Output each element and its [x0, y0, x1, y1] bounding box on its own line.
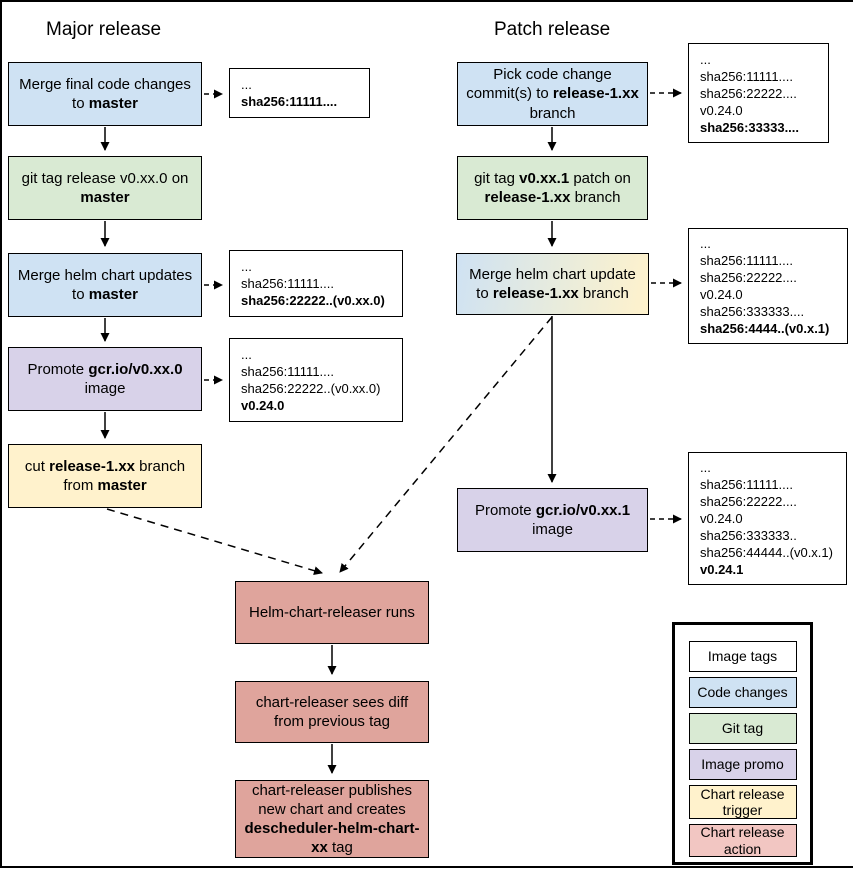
annotation-patch-promote: ...sha256:11111....sha256:22222....v0.24…	[688, 452, 847, 585]
patch-release-title: Patch release	[494, 19, 611, 40]
legend-image-promo: Image promo	[688, 749, 797, 780]
node-promote-image-major: Promote gcr.io/v0.xx.0 image	[8, 347, 202, 411]
node-chart-releaser-publishes: chart-releaser publishes new chart and c…	[235, 780, 429, 858]
node-cut-release-branch: cut release-1.xx branch from master	[8, 444, 202, 508]
annotation-patch-pick-code: ...sha256:11111....sha256:22222....v0.24…	[688, 43, 829, 143]
legend-git-tag: Git tag	[688, 713, 797, 744]
annotation-major-helm-chart: ...sha256:11111....sha256:22222..(v0.xx.…	[229, 250, 403, 317]
legend-chart-release-trigger: Chart release trigger	[688, 785, 797, 819]
legend: Image tags Code changes Git tag Image pr…	[672, 622, 813, 865]
annotation-major-promote: ...sha256:11111....sha256:22222..(v0.xx.…	[229, 338, 403, 422]
node-promote-image-patch: Promote gcr.io/v0.xx.1 image	[457, 488, 648, 552]
node-merge-helm-chart-release-branch: Merge helm chart update to release-1.xx …	[456, 253, 649, 315]
node-merge-final-code: Merge final code changes to master	[8, 62, 202, 126]
node-pick-code-change: Pick code change commit(s) to release-1.…	[457, 62, 648, 126]
node-git-tag-major: git tag release v0.xx.0 on master	[8, 156, 202, 220]
legend-chart-release-action: Chart release action	[688, 824, 797, 857]
annotation-major-merge-final: ...sha256:11111....	[229, 68, 370, 118]
node-chart-releaser-diff: chart-releaser sees diff from previous t…	[235, 681, 429, 743]
legend-code-changes: Code changes	[688, 677, 797, 708]
annotation-patch-helm-chart: ...sha256:11111....sha256:22222....v0.24…	[688, 228, 848, 344]
node-helm-chart-releaser-runs: Helm-chart-releaser runs	[235, 581, 429, 644]
legend-image-tags: Image tags	[688, 641, 797, 672]
node-merge-helm-chart-master: Merge helm chart updates to master	[8, 253, 202, 317]
node-git-tag-patch: git tag v0.xx.1 patch on release-1.xx br…	[457, 156, 648, 220]
major-release-title: Major release	[46, 19, 162, 40]
